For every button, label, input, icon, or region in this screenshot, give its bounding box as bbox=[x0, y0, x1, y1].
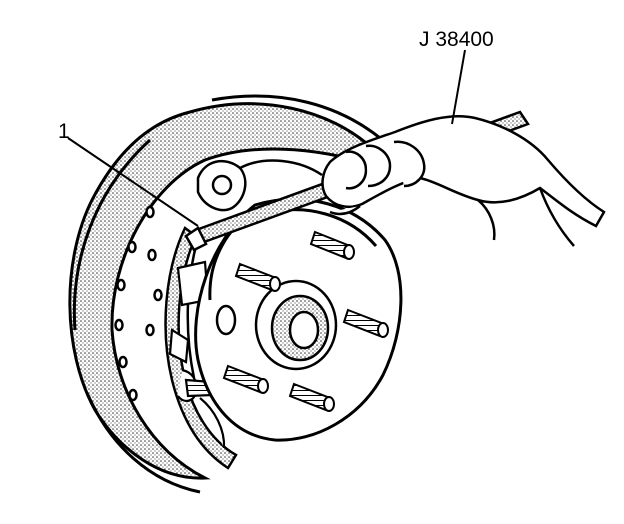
wheel-stud bbox=[309, 230, 355, 260]
leader-line-tool bbox=[451, 49, 466, 125]
wheel-cylinder bbox=[196, 159, 323, 212]
hub-center bbox=[215, 279, 338, 371]
wheel-stud bbox=[222, 364, 269, 394]
hand bbox=[321, 114, 606, 247]
wheel-studs bbox=[222, 230, 389, 412]
wheel-stud bbox=[288, 382, 335, 412]
wheel-stud bbox=[234, 262, 281, 292]
backing-plate-holes bbox=[114, 205, 163, 402]
wheel-stud bbox=[342, 308, 389, 338]
tool-callout-label: J 38400 bbox=[419, 28, 494, 51]
leader-line-part bbox=[67, 137, 199, 227]
part-callout-label: 1 bbox=[58, 120, 70, 143]
